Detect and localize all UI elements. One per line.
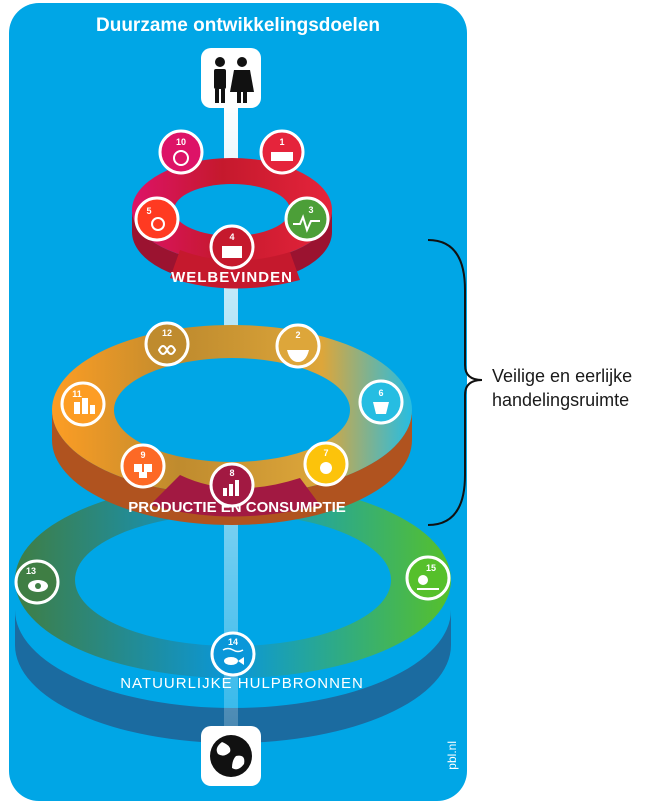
svg-text:9: 9 (140, 450, 145, 460)
people-icon (201, 48, 261, 108)
svg-text:4: 4 (229, 232, 234, 242)
svg-text:5: 5 (146, 206, 151, 216)
goal-3-badge: 3 (284, 196, 330, 242)
svg-text:6: 6 (378, 388, 383, 398)
globe-icon (201, 726, 261, 786)
goal-5-badge: 5 (134, 196, 180, 242)
goal-8-badge: 8 (209, 462, 255, 508)
svg-text:1: 1 (279, 137, 284, 147)
curly-brace (427, 239, 483, 526)
panel-title: Duurzame ontwikkelingsdoelen (96, 15, 380, 36)
goal-1-badge: 1 (259, 129, 305, 175)
ring-label-natuur: NATUURLIJKE HULPBRONNEN (120, 675, 364, 692)
goal-13-badge: 13 (14, 559, 60, 605)
goal-10-badge: 10 (158, 129, 204, 175)
svg-text:14: 14 (228, 637, 238, 647)
goal-11-badge: 11 (60, 381, 106, 427)
svg-text:7: 7 (323, 448, 328, 458)
ring-label-productie: PRODUCTIE EN CONSUMPTIE (128, 499, 346, 516)
goal-7-badge: 7 (303, 441, 349, 487)
goal-2-badge: 2 (275, 323, 321, 369)
svg-text:2: 2 (295, 330, 300, 340)
svg-text:11: 11 (72, 389, 82, 399)
goal-15-badge: 15 (405, 555, 451, 601)
svg-text:10: 10 (176, 137, 186, 147)
ring-label-welbevinden: WELBEVINDEN (171, 269, 293, 286)
side-label: Veilige en eerlijke handelingsruimte (492, 364, 662, 412)
svg-text:15: 15 (426, 563, 436, 573)
svg-text:3: 3 (308, 205, 313, 215)
svg-text:8: 8 (229, 468, 234, 478)
goal-14-badge: 14 (210, 631, 256, 677)
side-label-line-2: handelingsruimte (492, 390, 630, 410)
svg-text:13: 13 (26, 566, 36, 576)
svg-text:12: 12 (162, 328, 172, 338)
side-label-line-1: Veilige en eerlijke (492, 366, 633, 386)
goal-4-badge: 4 (209, 224, 255, 270)
goal-9-badge: 9 (120, 443, 166, 489)
goal-12-badge: 12 (144, 321, 190, 367)
goal-6-badge: 6 (358, 379, 404, 425)
